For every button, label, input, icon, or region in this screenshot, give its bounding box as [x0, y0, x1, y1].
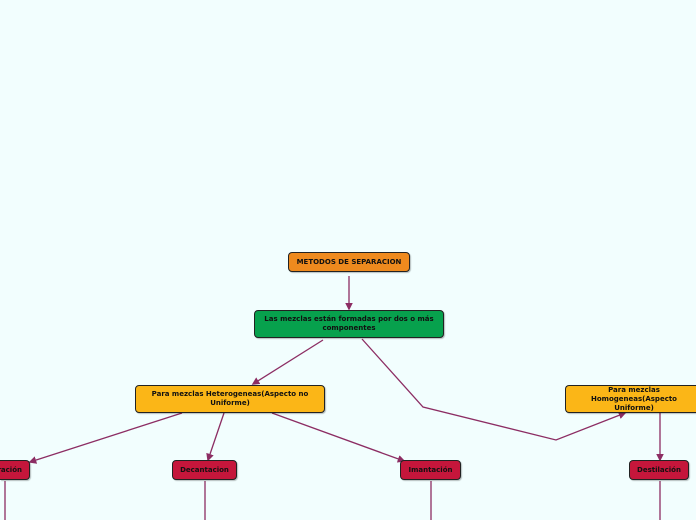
magnetization-node[interactable]: Imantación [400, 460, 461, 480]
heterogeneous-node-label: Para mezclas Heterogeneas(Aspecto no Uni… [151, 390, 309, 407]
distillation-node[interactable]: Destilación [629, 460, 689, 480]
connector-heterogeneous-to-filtration [28, 412, 183, 464]
filtration-node[interactable]: ración [0, 460, 30, 480]
decantation-node[interactable]: Decantacion [172, 460, 237, 480]
connector-main-to-homogeneous [361, 338, 627, 441]
root-node[interactable]: METODOS DE SEPARACION [288, 252, 410, 272]
homogeneous-node-label: Para mezclas Homogeneas(Aspecto Uniforme… [591, 385, 677, 412]
heterogeneous-node[interactable]: Para mezclas Heterogeneas(Aspecto no Uni… [135, 385, 325, 413]
connector-heterogeneous-to-decantation [206, 412, 225, 462]
connector-heterogeneous-to-magnetization [271, 412, 406, 463]
decantation-node-label: Decantacion [180, 465, 229, 474]
root-node-label: METODOS DE SEPARACION [296, 257, 402, 266]
magnetization-node-label: Imantación [408, 465, 453, 474]
distillation-node-label: Destilación [637, 465, 681, 474]
connector-main-to-heterogeneous [251, 339, 324, 385]
homogeneous-node[interactable]: Para mezclas Homogeneas(Aspecto Uniforme… [565, 385, 696, 413]
main-node[interactable]: Las mezclas están formadas por dos o más… [254, 310, 444, 338]
filtration-node-label: ración [0, 465, 22, 474]
main-node-label: Las mezclas están formadas por dos o más… [264, 315, 434, 332]
